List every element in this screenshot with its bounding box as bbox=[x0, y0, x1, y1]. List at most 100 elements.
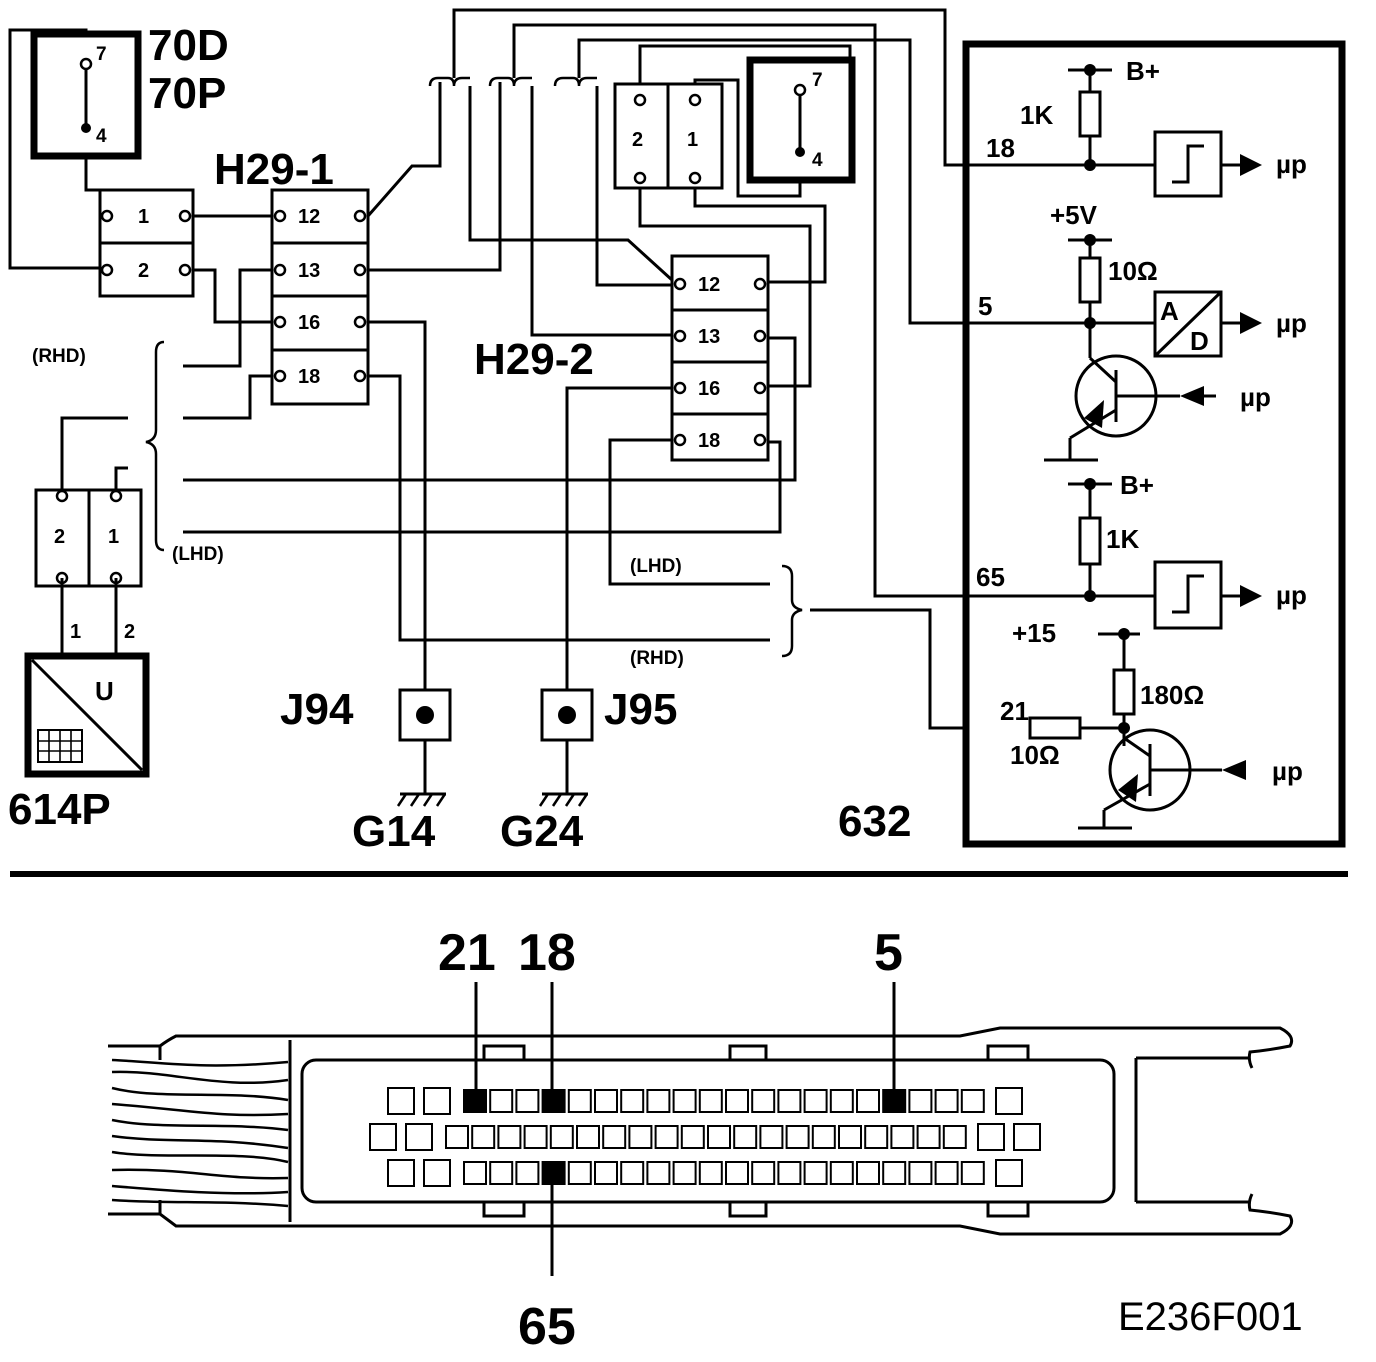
ecu-connector-view: 21 18 5 65 bbox=[108, 924, 1294, 1356]
connector-top-pair: 2 1 bbox=[613, 82, 724, 190]
connector-cavity bbox=[785, 1125, 810, 1149]
connector-cavity bbox=[515, 1089, 540, 1113]
label-h29-2: H29-2 bbox=[474, 335, 594, 384]
connector-cavity bbox=[576, 1125, 600, 1149]
h29-2-pin-18: 18 bbox=[698, 430, 720, 452]
connector-cavity bbox=[890, 1125, 915, 1149]
ecu-pin-18: 18 bbox=[986, 133, 1015, 163]
right-pin-label-7: 7 bbox=[812, 70, 823, 91]
connector-cells bbox=[369, 1087, 1041, 1187]
ground-j95: J95 G24 bbox=[500, 685, 677, 856]
r-10-2: 10Ω bbox=[1010, 740, 1060, 770]
connector-cavity bbox=[628, 1125, 653, 1149]
label-lhd-right: (LHD) bbox=[630, 556, 682, 577]
connector-cavity bbox=[995, 1087, 1023, 1115]
connector-cavity bbox=[916, 1125, 941, 1149]
top-pair-pin-1: 1 bbox=[687, 129, 698, 151]
connector-cavity bbox=[672, 1161, 697, 1185]
switch-70d-70p: 7 4 70D 70P bbox=[30, 21, 229, 160]
label-rhd-right: (RHD) bbox=[630, 648, 684, 669]
connector-cavity bbox=[777, 1161, 802, 1185]
connector-cavity bbox=[445, 1125, 469, 1149]
label-h29-1: H29-1 bbox=[214, 145, 334, 194]
connector-cavity bbox=[725, 1089, 749, 1113]
connector-cavity bbox=[567, 1161, 592, 1185]
mu-3: µp bbox=[1240, 382, 1271, 412]
connector-cavity bbox=[654, 1125, 679, 1149]
connector-cavity bbox=[523, 1125, 548, 1149]
connector-cavity bbox=[908, 1089, 933, 1113]
h29-2-pin-13: 13 bbox=[698, 326, 720, 348]
connector-cavity bbox=[471, 1125, 496, 1149]
c614-pin-1: 1 bbox=[108, 526, 119, 548]
mu-2: µp bbox=[1276, 308, 1307, 338]
connector-cavity bbox=[698, 1161, 723, 1185]
connector-cavity bbox=[908, 1161, 933, 1185]
connector-h29-1: H29-1 12 13 16 18 bbox=[214, 145, 370, 406]
label-632: 632 bbox=[838, 797, 911, 846]
pin-1: 1 bbox=[138, 206, 149, 228]
connector-cavity bbox=[977, 1123, 1005, 1151]
pin-label-4: 4 bbox=[96, 126, 107, 147]
connector-cavity bbox=[733, 1125, 758, 1149]
callout-65: 65 bbox=[518, 1298, 576, 1356]
connector-cavity bbox=[602, 1125, 627, 1149]
connector-cavity bbox=[567, 1089, 592, 1113]
ad-a: A bbox=[1160, 296, 1179, 326]
connector-cavity bbox=[829, 1089, 854, 1113]
connector-cavity bbox=[423, 1159, 451, 1187]
connector-cavity bbox=[489, 1089, 514, 1113]
connector-cavity bbox=[405, 1123, 433, 1151]
pin-label-7: 7 bbox=[96, 44, 107, 65]
connector-cavity bbox=[777, 1089, 802, 1113]
connector-cavity bbox=[934, 1089, 959, 1113]
ground-j94: J94 G14 bbox=[280, 685, 452, 856]
connector-cavity bbox=[838, 1125, 862, 1149]
h29-2-pin-16: 16 bbox=[698, 378, 720, 400]
sensor-614p: 2 1 1 2 U 614P bbox=[8, 488, 150, 834]
connector-cavity bbox=[856, 1161, 880, 1185]
c614-pin-2: 2 bbox=[54, 526, 65, 548]
r-1k-1: 1K bbox=[1020, 100, 1053, 130]
supply-5v: +5V bbox=[1050, 200, 1098, 230]
mu-5: µp bbox=[1272, 756, 1303, 786]
connector-cavity bbox=[960, 1161, 985, 1185]
ad-d: D bbox=[1190, 326, 1209, 356]
connector-cavity bbox=[620, 1089, 645, 1113]
connector-cavity bbox=[942, 1125, 967, 1149]
connector-cavity bbox=[369, 1123, 397, 1151]
mu-1: µp bbox=[1276, 149, 1307, 179]
connector-cavity bbox=[489, 1161, 514, 1185]
h29-1-pin-18: 18 bbox=[298, 366, 320, 388]
callout-18: 18 bbox=[518, 924, 576, 982]
connector-cavity bbox=[594, 1161, 618, 1185]
connector-cavity bbox=[811, 1125, 836, 1149]
grid-icon bbox=[37, 729, 83, 763]
connector-cavity bbox=[698, 1089, 723, 1113]
right-pin-label-4: 4 bbox=[812, 150, 823, 171]
r-180: 180Ω bbox=[1140, 680, 1204, 710]
connector-cavity bbox=[751, 1089, 776, 1113]
label-rhd-left: (RHD) bbox=[32, 346, 86, 367]
wires bbox=[8, 8, 1030, 730]
connector-cavity bbox=[387, 1087, 415, 1115]
connector-cavity bbox=[960, 1089, 985, 1113]
label-614p: 614P bbox=[8, 785, 111, 834]
connector-cavity bbox=[829, 1161, 854, 1185]
connector-cavity bbox=[995, 1159, 1023, 1187]
connector-cavity bbox=[803, 1089, 828, 1113]
switch-right: 7 4 bbox=[746, 56, 856, 184]
c614-wire-1: 1 bbox=[70, 621, 81, 643]
connector-cavity bbox=[672, 1089, 697, 1113]
callout-5: 5 bbox=[874, 924, 903, 982]
label-g24: G24 bbox=[500, 807, 584, 856]
connector-cavity bbox=[856, 1089, 880, 1113]
connector-cavity bbox=[725, 1161, 749, 1185]
connector-cavity bbox=[497, 1125, 522, 1149]
ecu-pin-21: 21 bbox=[1000, 696, 1029, 726]
connector-h29-2: H29-2 12 13 16 18 bbox=[474, 254, 770, 462]
connector-cavity bbox=[594, 1089, 618, 1113]
supply-bplus-2: B+ bbox=[1120, 470, 1154, 500]
